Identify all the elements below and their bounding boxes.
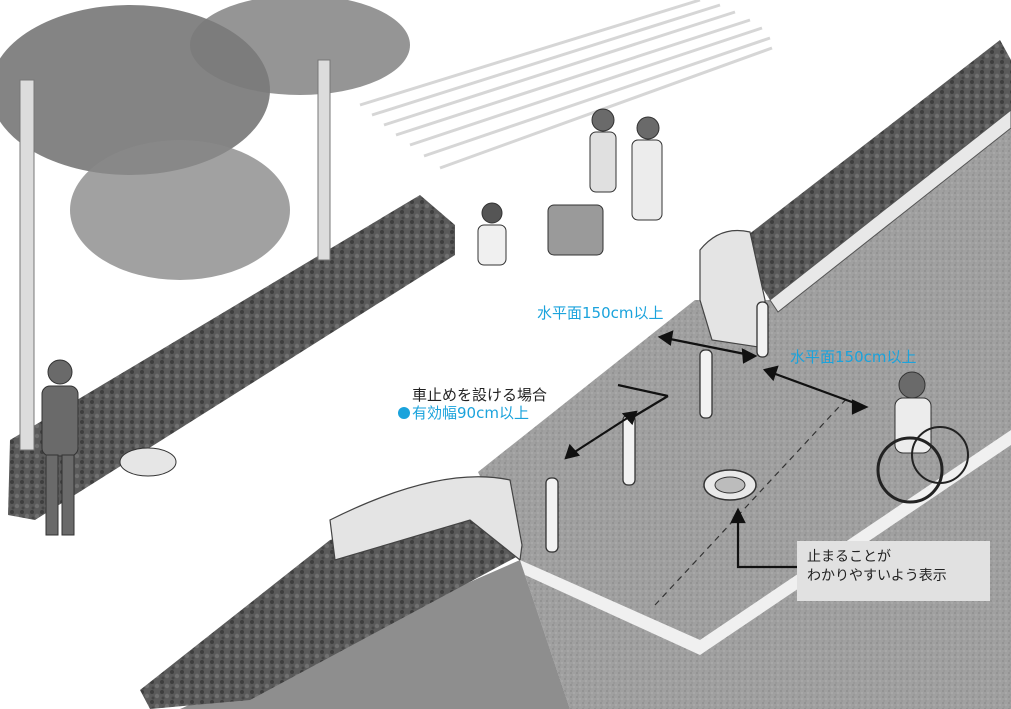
lower-curb-end bbox=[329, 476, 523, 562]
bollard-case-label: 車止めを設ける場合 bbox=[412, 386, 548, 404]
effective-width-label: 有効幅90cm以上 bbox=[412, 404, 529, 422]
crosswalk-stripes bbox=[359, 0, 773, 170]
bollards bbox=[545, 301, 769, 553]
stop-indicator-callout: 止まることが わかりやすいよう表示 bbox=[797, 541, 990, 601]
callout-line-2: わかりやすいよう表示 bbox=[807, 568, 947, 584]
dashed-stop-line bbox=[654, 394, 851, 606]
stop-marker bbox=[703, 469, 757, 501]
right-curb-end bbox=[699, 229, 766, 349]
bullet-dot-icon bbox=[398, 407, 410, 419]
trees bbox=[0, 0, 410, 451]
right-curb bbox=[769, 109, 1011, 313]
horizontal-clearance-label-top: 水平面150cm以上 bbox=[537, 304, 664, 322]
lower-hedge bbox=[140, 505, 520, 709]
dimension-arrows bbox=[564, 330, 869, 569]
horizontal-clearance-label-right: 水平面150cm以上 bbox=[790, 348, 917, 366]
right-hedge bbox=[735, 40, 1011, 300]
pedestrians bbox=[41, 108, 969, 536]
sidewalk-edge bbox=[520, 430, 1011, 655]
left-hedge bbox=[8, 195, 455, 520]
callout-line-1: 止まることが bbox=[807, 549, 891, 565]
effective-width-row: 有効幅90cm以上 bbox=[398, 405, 529, 422]
